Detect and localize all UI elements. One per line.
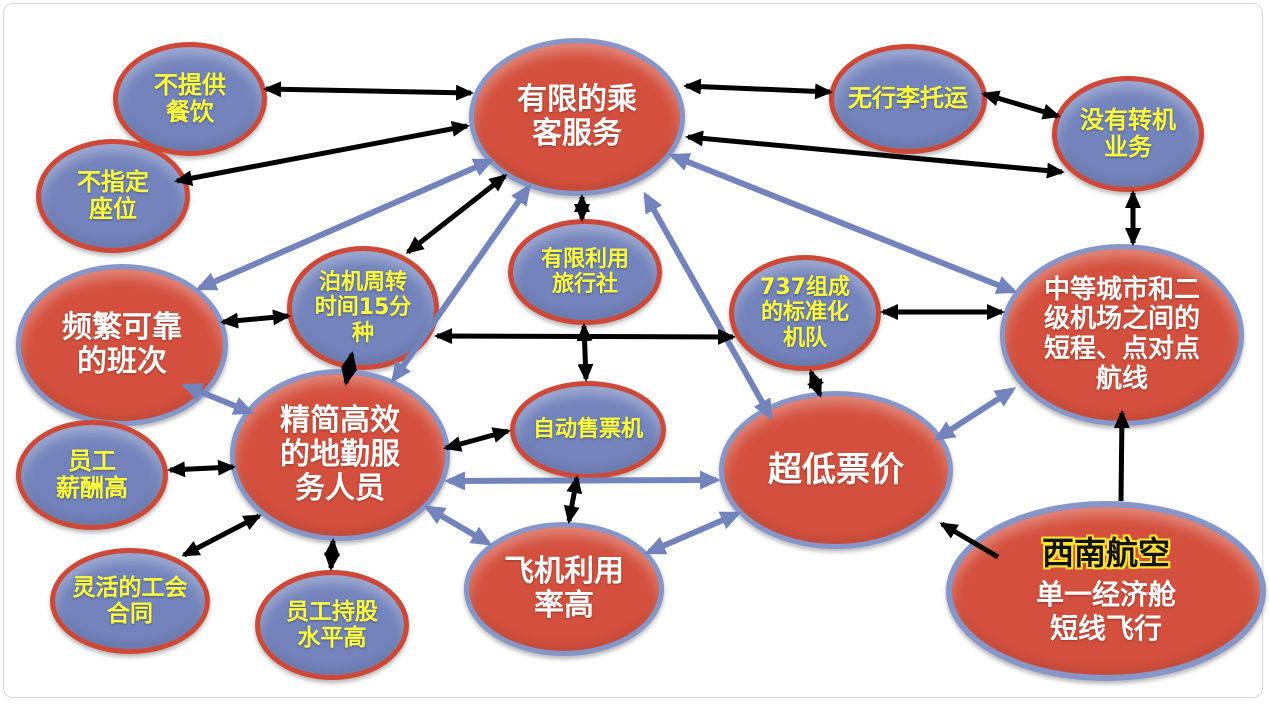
- node-automatic-ticketing-label: 自动售票机: [532, 417, 643, 443]
- southwest-airlines-subtitle: 单一经济舱 短线飞行: [1035, 578, 1176, 645]
- node-no-assigned-seats-label: 不指定 座位: [77, 167, 149, 223]
- node-limited-travel-agents: 有限利用 旅行社: [508, 219, 662, 325]
- node-high-aircraft-utilization: 飞机利用 率高: [464, 522, 664, 656]
- edge-limited-travel-agents--automatic-ticketing: [576, 323, 594, 382]
- node-very-low-fares-label: 超低票价: [768, 449, 904, 490]
- node-frequent-reliable-departures: 频繁可靠 的班次: [16, 264, 228, 426]
- edge-lean-ground-crews--very-low-fares: [444, 470, 721, 491]
- edge-no-meals--limited-passenger-service: [263, 81, 474, 101]
- node-southwest-airlines: 西南航空 单一经济舱 短线飞行: [946, 501, 1266, 681]
- node-limited-passenger-service-label: 有限的乘 客服务: [517, 81, 637, 151]
- node-high-aircraft-utilization-label: 飞机利用 率高: [504, 553, 624, 623]
- node-standardized-737-fleet-label: 737组成 的标准化 机队: [760, 275, 850, 351]
- node-gate-turnaround-label: 泊机周转 时间15分 种: [314, 270, 412, 346]
- node-flexible-union-contracts: 灵活的工会 合同: [50, 548, 210, 654]
- node-no-baggage-transfer-label: 无行李托运: [848, 84, 968, 113]
- node-employee-stock-ownership: 员工持股 水平高: [255, 570, 409, 680]
- node-lean-ground-crews: 精简高效 的地勤服 务人员: [230, 369, 450, 541]
- node-limited-travel-agents-label: 有限利用 旅行社: [540, 246, 629, 297]
- node-employee-stock-ownership-label: 员工持股 水平高: [286, 598, 378, 651]
- node-no-connections-label: 没有转机 业务: [1080, 105, 1176, 161]
- node-no-meals-label: 不提供 餐饮: [154, 70, 226, 126]
- node-standardized-737-fleet: 737组成 的标准化 机队: [729, 255, 881, 371]
- node-no-baggage-transfer: 无行李托运: [829, 44, 987, 154]
- node-high-employee-pay: 员工 薪酬高: [16, 420, 168, 530]
- node-limited-passenger-service: 有限的乘 客服务: [469, 38, 685, 196]
- node-automatic-ticketing: 自动售票机: [510, 381, 666, 479]
- edge-limited-passenger-service--no-baggage-transfer: [683, 78, 833, 100]
- edge-lean-ground-crews--high-aircraft-utilization: [423, 505, 493, 546]
- southwest-airlines-title: 西南航空: [1041, 533, 1170, 572]
- edge-no-baggage-transfer--no-connections: [981, 90, 1061, 120]
- edge-limited-passenger-service--gate-turnaround: [405, 174, 508, 254]
- node-no-meals: 不提供 餐饮: [113, 42, 267, 156]
- edge-automatic-ticketing--high-aircraft-utilization: [563, 475, 583, 524]
- node-very-low-fares: 超低票价: [719, 391, 953, 549]
- node-short-haul-point-to-point-label: 中等城市和二 级机场之间的 短程、点对点 航线: [1043, 274, 1200, 394]
- node-no-connections: 没有转机 业务: [1052, 76, 1204, 192]
- node-lean-ground-crews-label: 精简高效 的地勤服 务人员: [280, 402, 400, 507]
- edge-frequent-reliable-departures--gate-turnaround: [220, 309, 291, 329]
- edge-gate-turnaround--standardized-737-fleet: [434, 328, 736, 345]
- edge-southwest-airlines--short-haul-point-to-point: [1113, 410, 1130, 502]
- edge-lean-ground-crews--automatic-ticketing: [443, 427, 511, 452]
- node-short-haul-point-to-point: 中等城市和二 级机场之间的 短程、点对点 航线: [1000, 244, 1244, 426]
- edge-high-employee-pay--lean-ground-crews: [167, 459, 236, 478]
- node-high-employee-pay-label: 员工 薪酬高: [56, 446, 128, 502]
- edge-very-low-fares--short-haul-point-to-point: [933, 387, 1017, 441]
- edge-employee-stock-ownership--lean-ground-crews: [323, 538, 341, 571]
- edge-high-aircraft-utilization--very-low-fares: [644, 511, 742, 555]
- node-no-assigned-seats: 不指定 座位: [36, 139, 190, 253]
- edge-flexible-union-contracts--lean-ground-crews: [181, 513, 262, 558]
- node-gate-turnaround: 泊机周转 时间15分 种: [287, 246, 439, 370]
- node-flexible-union-contracts-label: 灵活的工会 合同: [72, 574, 188, 627]
- node-frequent-reliable-departures-label: 频繁可靠 的班次: [62, 309, 182, 379]
